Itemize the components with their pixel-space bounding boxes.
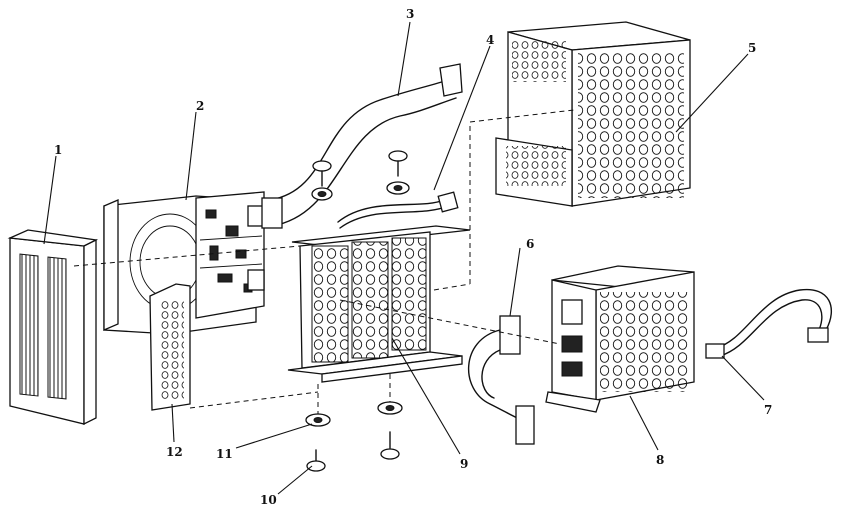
lower-mounting-screws (305, 401, 403, 472)
label-3: 3 (406, 7, 414, 21)
part-9-drive-cage (287, 225, 471, 383)
label-10: 10 (260, 493, 277, 507)
part-5-enclosure (495, 21, 691, 207)
part-4-wire-harness (337, 191, 459, 229)
part-6-ribbon-cable (468, 315, 535, 445)
upper-mounting-screws (311, 150, 410, 201)
label-6: 6 (526, 237, 534, 251)
label-4: 4 (486, 33, 494, 47)
part-7-power-cable (705, 288, 832, 359)
part-8-power-supply (545, 265, 695, 413)
label-5: 5 (748, 41, 756, 55)
leader-lines (43, 21, 765, 495)
label-9: 9 (460, 457, 468, 471)
callout-labels: 1 2 3 4 5 6 7 8 9 10 11 12 (54, 7, 772, 507)
part-1-front-bezel (7, 229, 99, 426)
label-7: 7 (764, 403, 772, 417)
label-11: 11 (216, 447, 233, 461)
label-2: 2 (196, 99, 204, 113)
assembly-guide-lines (73, 109, 575, 414)
part-12-side-bracket (149, 283, 191, 411)
label-12: 12 (166, 445, 183, 459)
label-1: 1 (54, 143, 62, 157)
part-3-ribbon-cable (261, 63, 463, 229)
label-8: 8 (656, 453, 664, 467)
